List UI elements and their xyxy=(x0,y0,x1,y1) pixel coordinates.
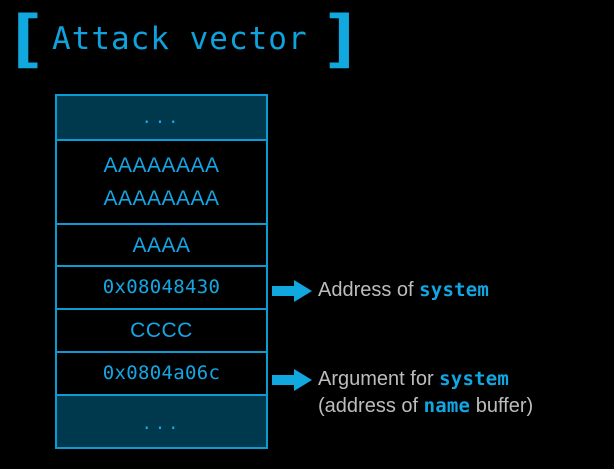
stack-cell-padding-a4: AAAA xyxy=(55,223,268,267)
annotation-system-argument: Argument for system (address of name buf… xyxy=(318,366,533,420)
stack-cell-label: 0x08048430 xyxy=(102,276,221,298)
annotation-system-address: Address of system xyxy=(318,277,489,304)
annotation-line-1: Argument for system xyxy=(318,366,533,393)
right-bracket-icon: ] xyxy=(317,2,365,75)
stack-cell-arg-addr: 0x0804a06c xyxy=(55,351,268,396)
stack-cell-padding-a8: AAAAAAAA AAAAAAAA xyxy=(55,139,268,225)
stack-cell-label: 0x0804a06c xyxy=(102,362,221,384)
stack-layout: ... AAAAAAAA AAAAAAAA AAAA 0x08048430 CC… xyxy=(55,94,268,449)
stack-cell-bottom-ellipsis: ... xyxy=(55,394,268,449)
stack-cell-label: AAAAAAAA AAAAAAAA xyxy=(103,154,220,210)
page-title: Attack vector xyxy=(52,20,308,57)
stack-cell-system-addr: 0x08048430 xyxy=(55,265,268,310)
annotation-code: name xyxy=(423,395,471,417)
annotation-code: system xyxy=(439,368,510,390)
left-bracket-icon: [ xyxy=(2,2,49,75)
annotation-code: system xyxy=(419,279,490,301)
stack-cell-label: ... xyxy=(141,414,182,434)
arrow-right-icon xyxy=(272,369,312,391)
annotation-text: Address of xyxy=(318,279,420,301)
arrow-right-icon xyxy=(272,280,312,302)
stack-cell-label: ... xyxy=(141,108,182,128)
annotation-text: Argument for xyxy=(318,368,440,390)
annotation-text: buffer) xyxy=(470,395,534,417)
annotation-text: (address of xyxy=(318,395,424,417)
stack-cell-label: AAAA xyxy=(132,233,191,257)
stack-cell-label: CCCC xyxy=(130,319,193,342)
stack-cell-return-cccc: CCCC xyxy=(55,308,268,353)
annotation-line-1: Address of system xyxy=(318,277,489,304)
stack-cell-top-ellipsis: ... xyxy=(55,94,268,141)
annotation-line-2: (address of name buffer) xyxy=(318,393,533,420)
diagram-title: [ Attack vector ] xyxy=(2,4,364,74)
